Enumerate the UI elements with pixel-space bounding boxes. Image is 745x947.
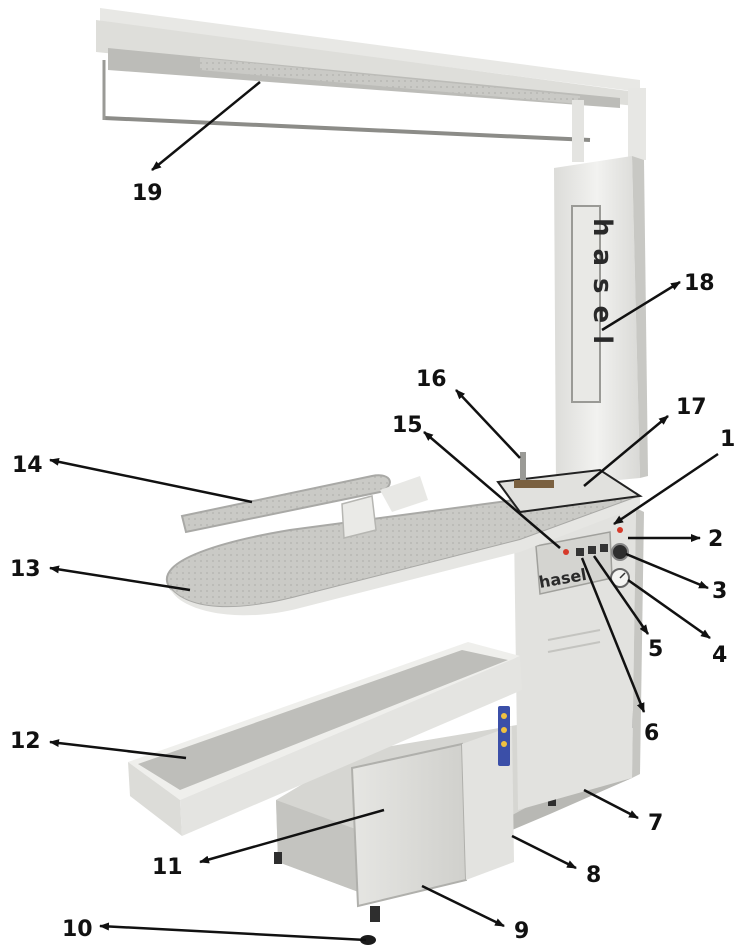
callout-7: 7 [648, 811, 663, 836]
callout-4: 4 [712, 643, 727, 668]
iron-rest-post [520, 452, 526, 482]
callout-16: 16 [416, 367, 447, 392]
callout-18: 18 [684, 271, 715, 296]
column-brand-label: hasel [587, 218, 617, 356]
cabinet-door [350, 706, 514, 908]
arrow-4 [627, 578, 711, 640]
callout-10: 10 [62, 917, 93, 942]
control-housing: hasel [514, 508, 644, 810]
callout-9: 9 [514, 919, 529, 944]
display-digit [588, 546, 596, 554]
arrow-6 [580, 557, 646, 713]
callout-12: 12 [10, 729, 41, 754]
control-knob [611, 543, 629, 561]
callout-labels: 1 2 3 4 5 6 7 8 9 10 11 12 13 14 15 16 1… [10, 181, 735, 944]
lower-shelf [128, 642, 522, 836]
arrow-9 [421, 884, 505, 928]
cabinet-foot [274, 852, 282, 864]
arrow-13 [49, 565, 191, 592]
arrow-15 [423, 431, 561, 549]
display-digit [576, 548, 584, 556]
sleeve-board [180, 474, 428, 539]
arrow-19 [151, 81, 261, 171]
cabinet-foot [370, 906, 380, 922]
power-lamp [617, 527, 623, 533]
callout-11: 11 [152, 855, 183, 880]
arrow-5 [592, 555, 650, 635]
callout-1: 1 [720, 427, 735, 452]
arrow-14 [49, 457, 253, 504]
callout-15: 15 [392, 413, 423, 438]
leveling-foot [360, 935, 376, 945]
vertical-column: hasel [554, 156, 648, 486]
callout-14: 14 [12, 453, 43, 478]
arrow-12 [49, 739, 187, 760]
arrow-1 [613, 452, 719, 526]
arrow-8 [511, 834, 577, 870]
callout-6: 6 [644, 721, 659, 746]
callout-arrows [49, 81, 719, 942]
callout-3: 3 [712, 579, 727, 604]
control-button-strip [498, 706, 510, 766]
arrow-17 [583, 415, 669, 487]
arrow-3 [625, 552, 709, 590]
callout-19: 19 [132, 181, 163, 206]
arrow-18 [601, 280, 681, 332]
overhead-lamp-hood [96, 8, 646, 162]
display-digit [600, 544, 608, 552]
callout-5: 5 [648, 637, 663, 662]
callout-8: 8 [586, 863, 601, 888]
arrow-11 [199, 808, 385, 864]
arrow-10 [99, 922, 367, 942]
indicator-led [563, 549, 569, 555]
arrow-16 [455, 389, 521, 459]
callout-17: 17 [676, 395, 707, 420]
callout-2: 2 [708, 527, 723, 552]
callout-13: 13 [10, 557, 41, 582]
arrow-7 [583, 788, 639, 820]
iron-holder [514, 480, 554, 488]
